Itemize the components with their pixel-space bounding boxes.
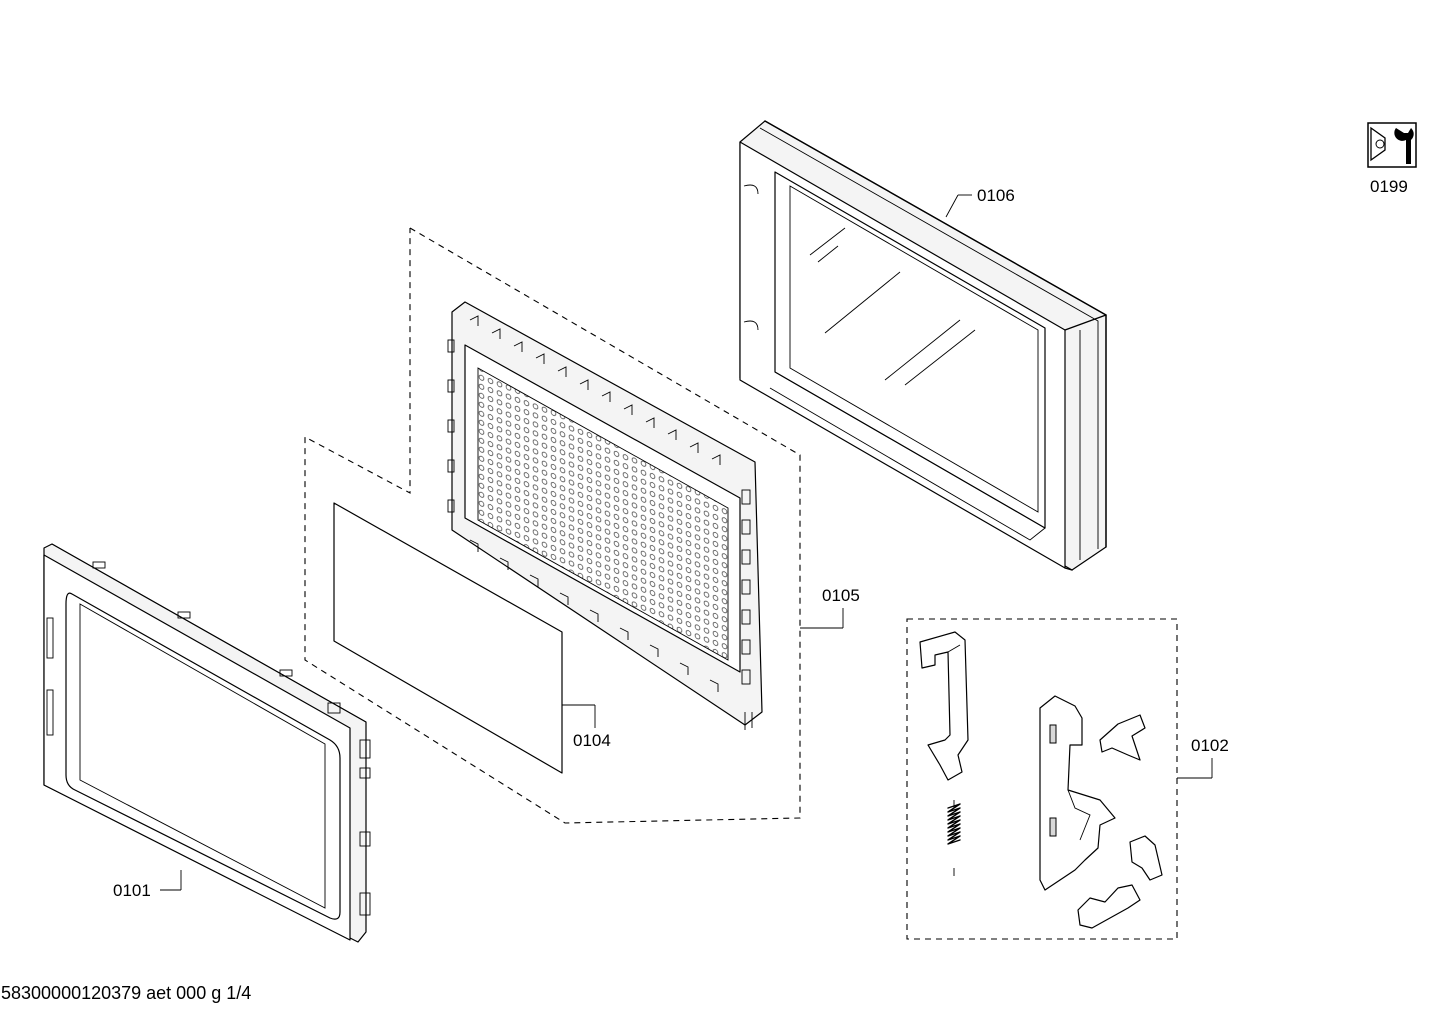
- part-0106-door-frame: [739, 120, 1107, 571]
- label-0105: 0105: [822, 586, 860, 605]
- label-0102: 0102: [1191, 736, 1229, 755]
- part-0102-latch-body: [1039, 695, 1116, 891]
- drawing-reference-footer: 58300000120379 aet 000 g 1/4: [1, 983, 251, 1003]
- part-0102-latch-hook: [919, 631, 969, 781]
- service-wrench-icon: [1367, 122, 1417, 168]
- group-0105-boundary: [304, 227, 844, 824]
- label-0106: 0106: [977, 186, 1015, 205]
- label-0199: 0199: [1370, 177, 1408, 196]
- group-0102-boundary: [906, 618, 1213, 940]
- part-0104-glass-plate: [333, 502, 596, 774]
- part-0102-bottom-clip: [1077, 884, 1141, 929]
- part-0101-front-frame: [43, 543, 371, 943]
- part-0105-shield-panel: [447, 301, 763, 730]
- part-0102-small-block: [1129, 835, 1163, 881]
- label-0104: 0104: [573, 731, 611, 750]
- part-0102-spring: [947, 800, 961, 876]
- label-0101: 0101: [113, 881, 151, 900]
- part-0102-lever: [1099, 714, 1146, 761]
